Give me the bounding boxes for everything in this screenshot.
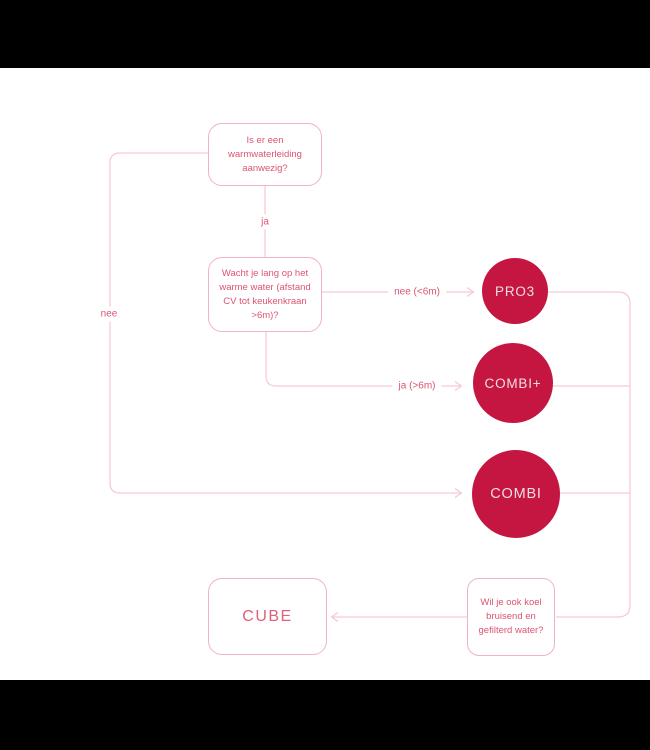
product-box-cube: CUBE (208, 578, 327, 655)
question-box-koel-bruisend: Wil je ook koel bruisend en gefilterd wa… (467, 578, 555, 656)
product-circle-combi: COMBI (472, 450, 560, 538)
line-q2-combiplus (265, 332, 461, 387)
letterbox-bottom-bar (0, 680, 650, 750)
question-box-warmwaterleiding: Is er een warmwaterleiding aanwezig? (208, 123, 322, 186)
arrowhead-pro3 (466, 287, 475, 297)
line-right-collector (548, 291, 631, 618)
question-text-2: Wacht je lang op het warme water (afstan… (219, 267, 311, 321)
edge-label-ja: ja (255, 214, 275, 230)
product-label-combi-plus: COMBI+ (484, 375, 542, 391)
question-text-3: Wil je ook koel bruisend en gefilterd wa… (478, 597, 544, 636)
edge-label-ja-6m: ja (>6m) (392, 378, 442, 394)
arrowhead-combiplus (454, 381, 463, 391)
line-nee-to-combi (109, 152, 461, 494)
product-circle-combi-plus: COMBI+ (473, 343, 553, 423)
product-label-pro3: PRO3 (495, 283, 535, 299)
arrowhead-combi (454, 488, 463, 498)
product-label-cube: CUBE (242, 607, 293, 625)
edge-label-nee: nee (94, 306, 124, 322)
question-box-wachttijd: Wacht je lang op het warme water (afstan… (208, 257, 322, 332)
product-circle-pro3: PRO3 (482, 258, 548, 324)
question-text-1: Is er een warmwaterleiding aanwezig? (228, 134, 302, 174)
product-label-combi: COMBI (490, 486, 542, 502)
edge-label-nee-6m: nee (<6m) (388, 284, 446, 300)
letterbox-top-bar (0, 0, 650, 68)
arrowhead-cube (330, 612, 339, 622)
